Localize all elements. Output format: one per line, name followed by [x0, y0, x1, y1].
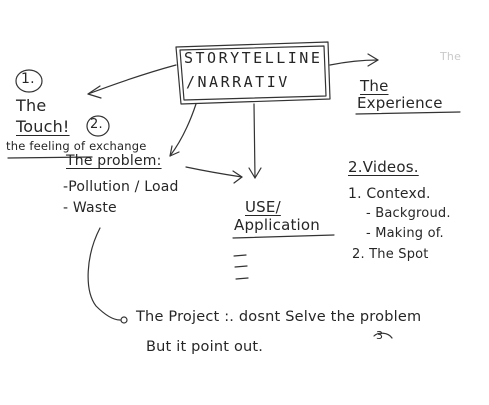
curve-to-note [87, 227, 121, 321]
touch-title-line2: Touch! [16, 117, 70, 136]
videos-line-3: - Making of. [366, 226, 444, 241]
use-title-line1: USE/ [245, 198, 281, 216]
arrow-to-touch [87, 64, 177, 95]
videos-title: 2.Videos. [348, 158, 419, 176]
videos-line-4: 2. The Spot [352, 247, 429, 262]
note-number: 3 [376, 329, 384, 342]
videos-line-2: - Backgroud. [366, 206, 451, 221]
touch-title-line1: The [16, 96, 47, 115]
use-title-line2: Application [234, 216, 321, 234]
arrow-to-experience [329, 59, 379, 66]
experience-title-line1: The [360, 77, 389, 95]
central-box-inner [179, 45, 327, 101]
problem-item-2: - Waste [63, 200, 117, 216]
arrow-to-use [253, 103, 256, 179]
central-box-outer [175, 41, 331, 105]
problem-title: The problem: [66, 153, 162, 169]
videos-line-1: 1. Contexd. [348, 186, 431, 202]
arrow-problem-to-use [185, 166, 243, 178]
experience-faint-note: The [440, 50, 462, 63]
arrow-to-problem [169, 103, 197, 157]
central-title-line1: STORYTELLINE [184, 49, 323, 67]
experience-title-line2: Experience [357, 94, 443, 112]
note-line-2: But it point out. [146, 339, 264, 355]
touch-number-circle [15, 69, 43, 93]
problem-item-1: -Pollution / Load [63, 179, 179, 195]
use-list-marks [233, 254, 249, 280]
problem-number-circle [86, 115, 110, 137]
note-line-1: The Project :. dosnt Selve the problem [136, 309, 422, 325]
touch-number: 1. [21, 71, 35, 87]
touch-subtitle: the feeling of exchange [6, 139, 147, 153]
problem-number: 2. [90, 117, 103, 132]
central-title-line2: /NARRATIV [186, 73, 290, 91]
